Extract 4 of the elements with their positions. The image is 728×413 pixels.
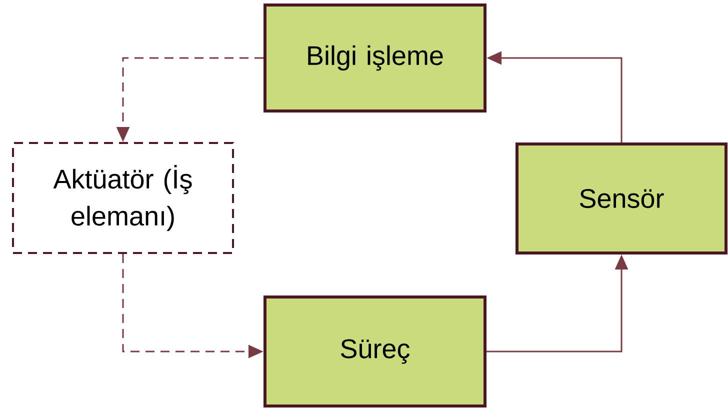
dashed-box: Aktüatör (İş elemanı)	[12, 142, 234, 254]
process-box: Süreç	[264, 296, 486, 408]
process-box: Sensör	[516, 142, 728, 254]
process-box: Bilgi işleme	[264, 4, 486, 112]
